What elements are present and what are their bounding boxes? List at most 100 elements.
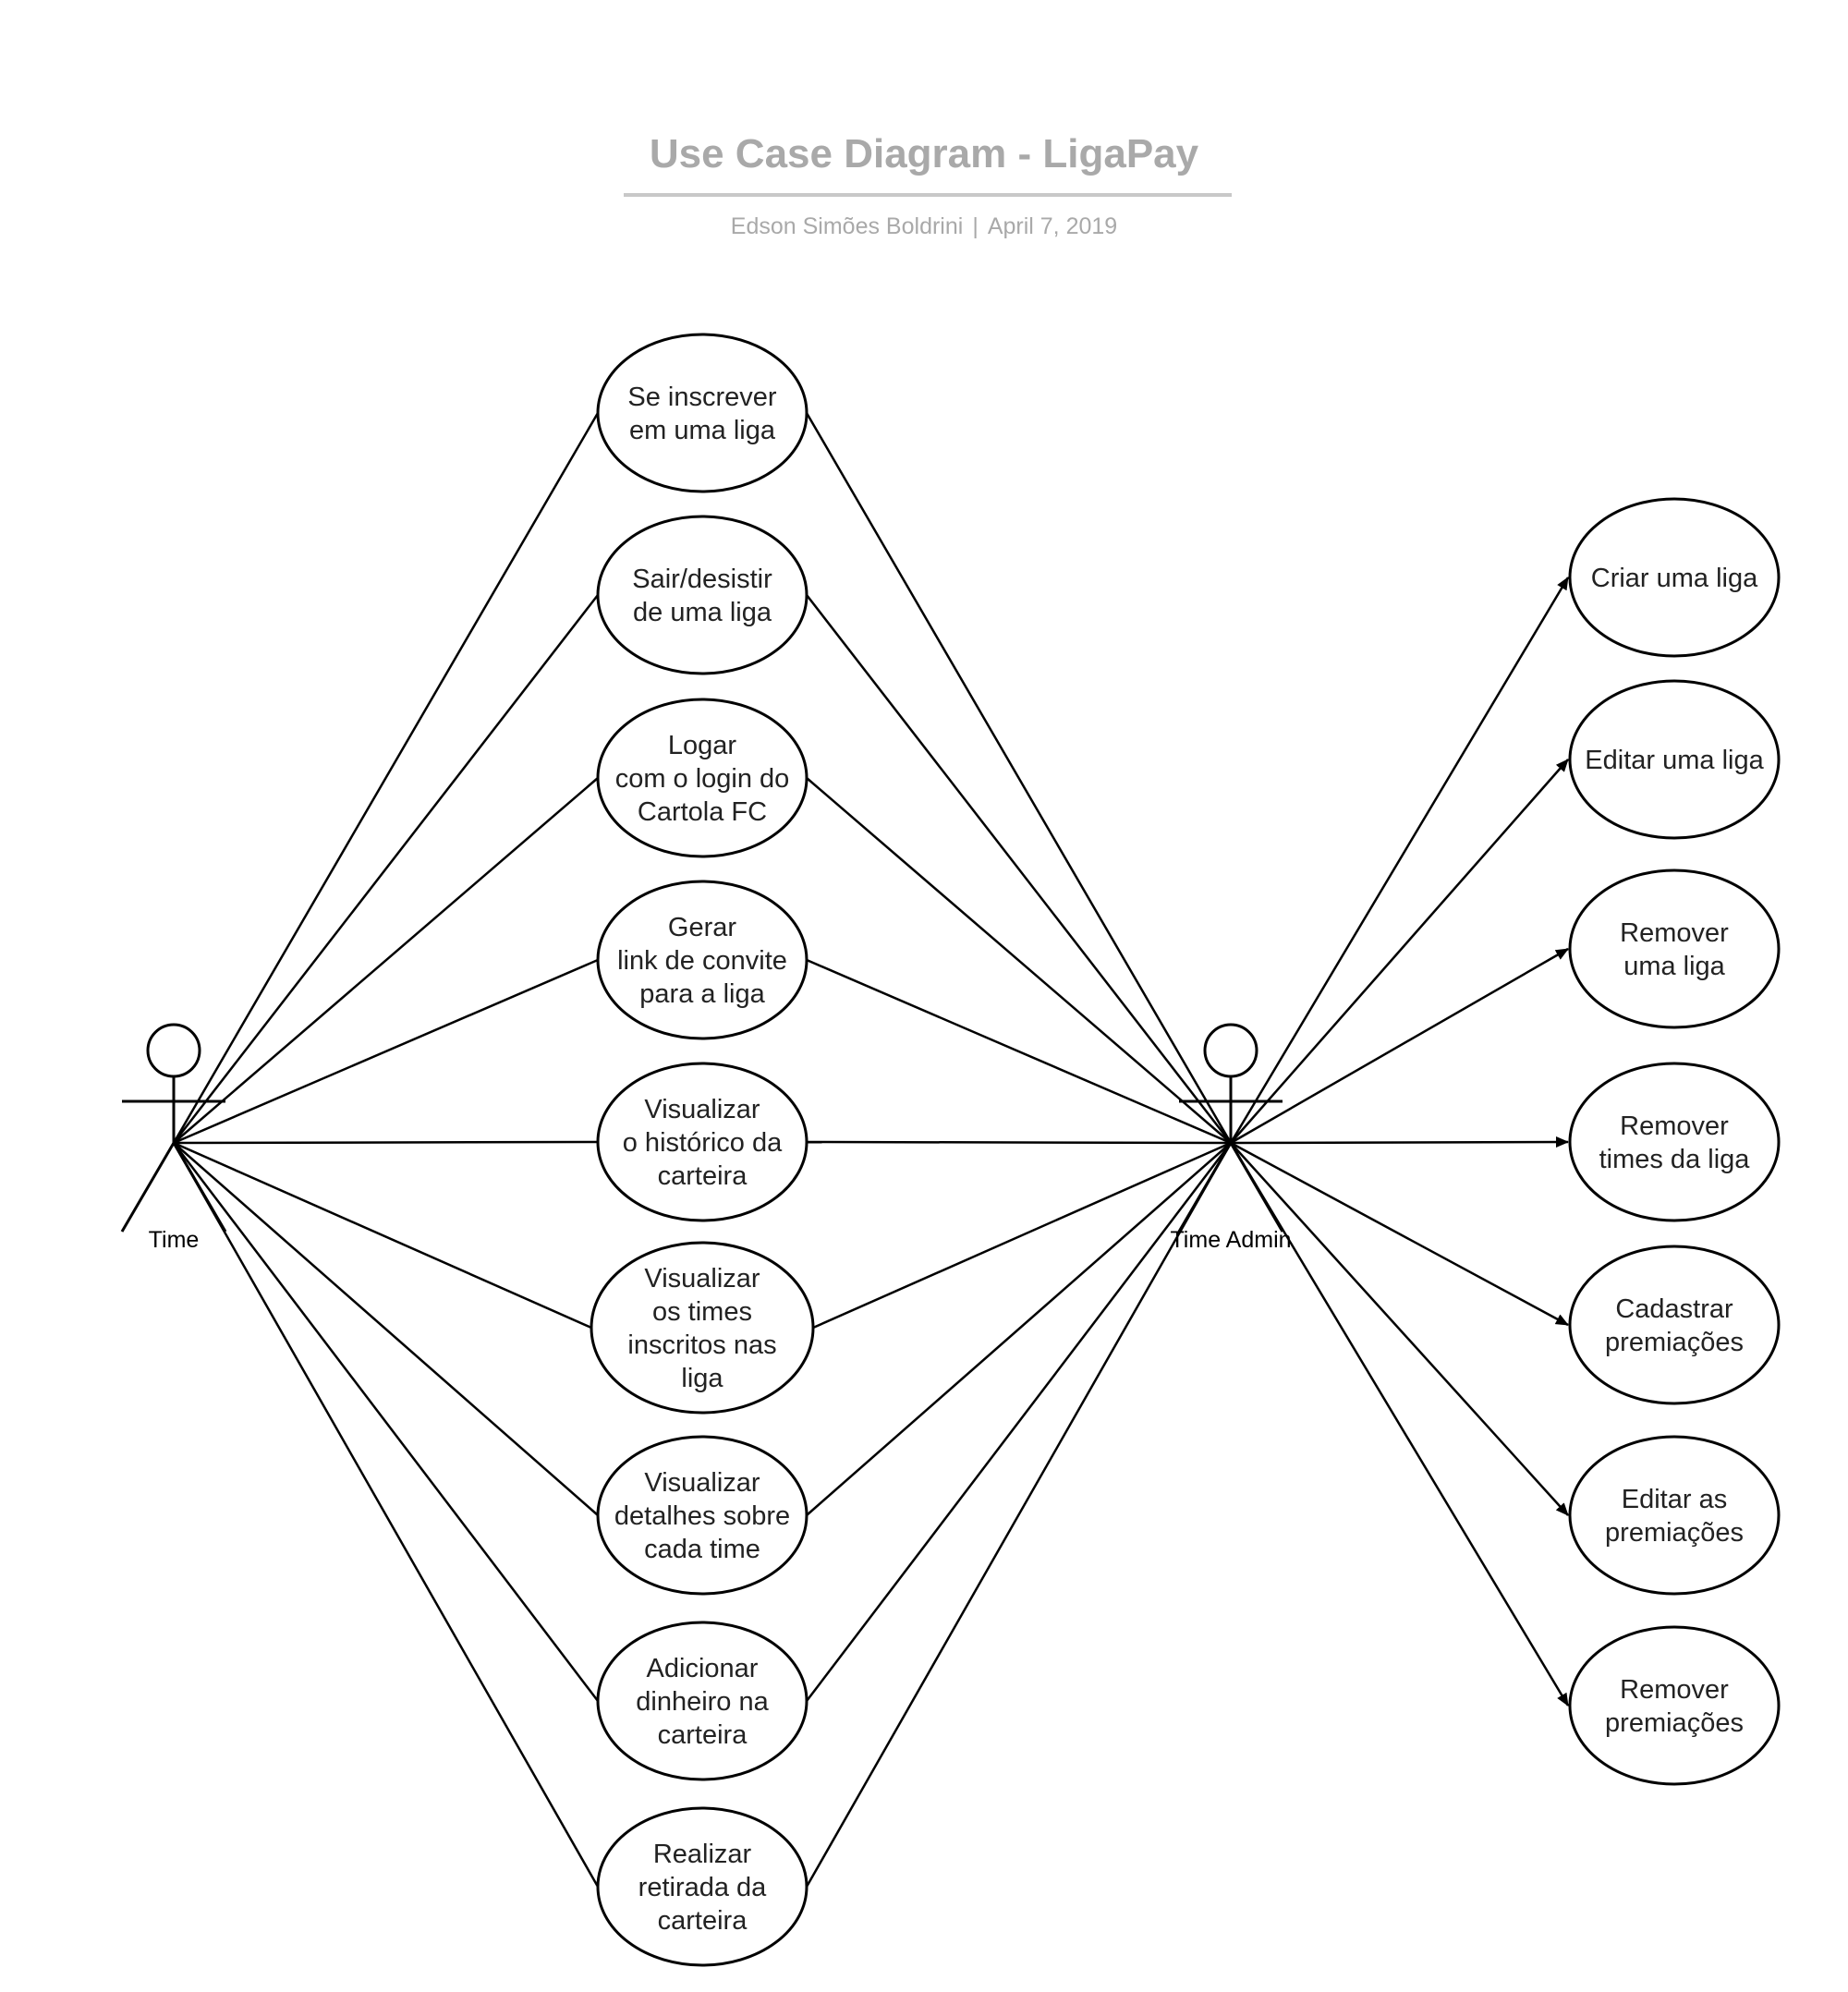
actor-right-leg <box>172 1142 227 1233</box>
arrow-admin-cadastrar-premiacoes <box>1230 1141 1569 1327</box>
use-case-label: Remover times da liga <box>1599 1111 1751 1174</box>
use-case-label-line: premiações <box>1605 1328 1744 1357</box>
use-case-label-line: premiações <box>1605 1518 1744 1548</box>
use-case-ellipse <box>1568 1625 1781 1786</box>
arrow-admin-editar-uma-liga <box>1230 759 1569 1144</box>
use-case-label: Realizar retirada da carteira <box>638 1840 768 1936</box>
use-case-label-line: retirada da <box>638 1873 768 1902</box>
actor-head <box>1203 1023 1258 1078</box>
use-case-label: Se inscrever em uma liga <box>627 383 777 445</box>
admin-use-case-cadastrar-premiacoes[interactable]: Cadastrar premiações <box>1568 1245 1781 1405</box>
admin-use-case-editar-uma-liga[interactable]: Editar uma liga <box>1568 679 1781 840</box>
actor-left-leg <box>120 1142 176 1233</box>
use-case-label-line: Se inscrever <box>627 383 777 412</box>
use-case-ellipse <box>590 1241 815 1415</box>
use-case-label-line: Logar <box>668 731 737 760</box>
use-case-realizar-retirada-da-carteira[interactable]: Realizar retirada da carteira <box>596 1806 808 1967</box>
use-case-label-line: Cadastrar <box>1615 1294 1733 1324</box>
arrow-admin-remover-uma-liga <box>1230 947 1569 1145</box>
admin-use-case-remover-times-da-liga[interactable]: Remover times da liga <box>1568 1062 1781 1222</box>
use-case-label-line: carteira <box>658 1906 748 1936</box>
association-admin-logar-com-o-login-do-cartola-fc <box>806 777 1232 1144</box>
use-case-label-line: Remover <box>1620 1111 1729 1141</box>
author-name: Edson Simões Boldrini <box>730 213 964 239</box>
actor-label: Time <box>149 1227 200 1253</box>
use-case-ellipse <box>596 515 808 675</box>
use-case-label: Editar uma liga <box>1585 746 1764 775</box>
diagram-meta: Edson Simões Boldrini|April 7, 2019 <box>0 213 1848 240</box>
association-time-visualizar-os-times-inscritos-nas-liga <box>173 1141 592 1330</box>
use-case-ellipse <box>596 1806 808 1967</box>
use-case-label-line: times da liga <box>1599 1145 1751 1174</box>
association-admin-visualizar-detalhes-sobre-cada-time <box>806 1142 1232 1516</box>
use-case-label: Sair/desistir de uma liga <box>632 565 772 627</box>
meta-separator: | <box>972 213 979 239</box>
association-admin-realizar-retirada-da-carteira <box>805 1142 1233 1888</box>
use-case-label-line: com o login do <box>615 764 790 794</box>
actor-right-leg <box>1229 1142 1284 1233</box>
use-case-label-line: Sair/desistir <box>632 565 772 594</box>
use-case-label-line: premiações <box>1605 1708 1744 1738</box>
use-case-ellipse <box>596 333 808 493</box>
association-admin-se-inscrever-em-uma-liga <box>805 412 1233 1144</box>
use-case-label-line: de uma liga <box>633 598 772 627</box>
admin-use-case-criar-uma-liga[interactable]: Criar uma liga <box>1568 497 1781 658</box>
use-case-label-line: Gerar <box>668 913 736 942</box>
diagram-header: Use Case Diagram - LigaPay Edson Simões … <box>0 0 1848 277</box>
use-case-label: Remover uma liga <box>1620 918 1729 981</box>
use-case-label-line: Visualizar <box>644 1264 760 1294</box>
association-admin-gerar-link-de-convite-para-a-liga <box>806 958 1232 1145</box>
use-case-label: Criar uma liga <box>1591 564 1758 593</box>
use-case-ellipse <box>1568 679 1781 840</box>
use-case-label-line: dinheiro na <box>636 1687 769 1717</box>
use-case-label-line: Remover <box>1620 1675 1729 1705</box>
use-case-label-line: Adicionar <box>647 1654 759 1683</box>
use-case-ellipse <box>1568 1245 1781 1405</box>
use-case-label-line: Criar uma liga <box>1591 564 1758 593</box>
actor-time-admin: Time Admin <box>1170 1023 1292 1253</box>
use-case-sair-desistir-de-uma-liga[interactable]: Sair/desistir de uma liga <box>596 515 808 675</box>
use-case-label-line: Remover <box>1620 918 1729 948</box>
use-case-label-line: Editar uma liga <box>1585 746 1764 775</box>
use-case-label-line: carteira <box>658 1161 748 1191</box>
use-case-ellipse <box>596 1435 808 1596</box>
use-case-ellipse <box>1568 1435 1781 1596</box>
association-admin-visualizar-os-times-inscritos-nas-liga <box>812 1141 1232 1330</box>
association-time-visualizar-detalhes-sobre-cada-time <box>173 1142 599 1516</box>
use-case-label-line: cada time <box>644 1535 760 1564</box>
actor-time: Time <box>120 1023 227 1253</box>
use-case-label-line: uma liga <box>1623 952 1725 981</box>
use-case-label-line: Visualizar <box>644 1095 760 1124</box>
arrow-admin-editar-as-premiacoes <box>1230 1142 1569 1516</box>
association-admin-adicionar-dinheiro-na-carteira <box>806 1142 1232 1702</box>
admin-use-case-remover-uma-liga[interactable]: Remover uma liga <box>1568 868 1781 1029</box>
actor-label: Time Admin <box>1170 1227 1291 1253</box>
use-case-label-line: inscritos nas <box>627 1330 776 1360</box>
use-case-ellipse <box>596 1621 808 1781</box>
association-time-gerar-link-de-convite-para-a-liga <box>173 958 599 1145</box>
arrow-admin-criar-uma-liga <box>1229 577 1570 1144</box>
association-admin-sair-desistir-de-uma-liga <box>806 594 1232 1144</box>
use-case-label-line: Realizar <box>653 1840 752 1869</box>
use-case-se-inscrever-em-uma-liga[interactable]: Se inscrever em uma liga <box>596 333 808 493</box>
use-case-ellipse <box>1568 1062 1781 1222</box>
use-case-label-line: detalhes sobre <box>614 1501 790 1531</box>
actor-head <box>146 1023 201 1078</box>
use-case-label-line: em uma liga <box>629 416 776 445</box>
